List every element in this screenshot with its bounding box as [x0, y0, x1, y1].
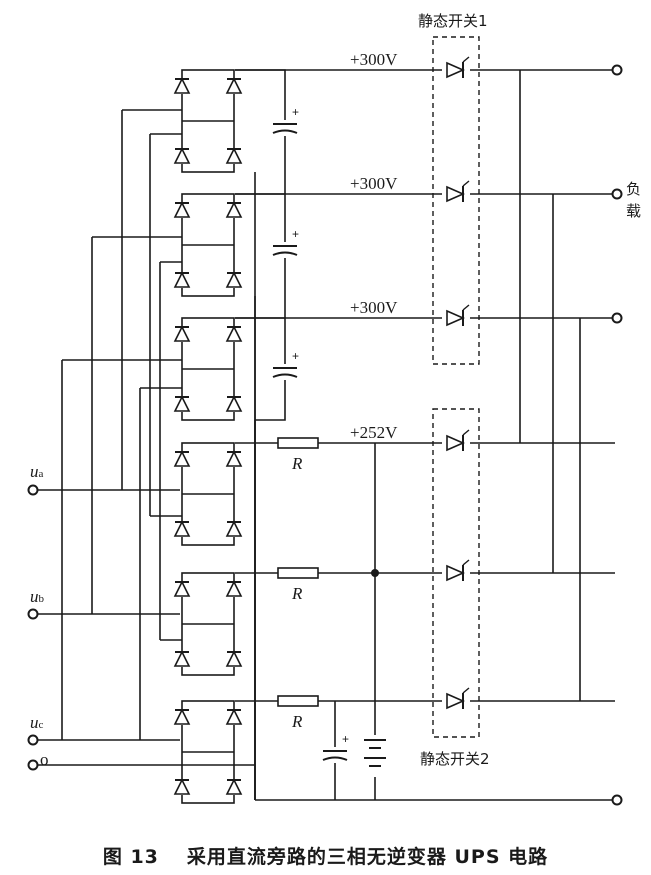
thyristor-5: [441, 559, 471, 584]
output-terminal-1: [611, 64, 623, 76]
thyristor-2: [441, 180, 471, 205]
bridge-1: [175, 70, 241, 172]
rectifier-bridges: [175, 70, 241, 803]
voltage-label-1: +300V: [350, 50, 398, 69]
static-switch-1-box: [432, 36, 480, 365]
load-label-bottom: 载: [626, 202, 642, 220]
bridge-4: [175, 443, 241, 545]
bridge-5: [175, 573, 241, 675]
input-label-ua: ua: [30, 462, 44, 481]
voltage-label-2: +300V: [350, 174, 398, 193]
load-label-top: 负: [626, 180, 642, 198]
output-terminal-return: [611, 794, 623, 806]
thyristor-4: [441, 429, 471, 454]
static-switch-2-label: 静态开关2: [420, 750, 490, 768]
input-terminal-ub: [27, 608, 39, 620]
resistor-3: [277, 695, 319, 707]
resistor-label-1: R: [292, 454, 303, 473]
bridge-6: [175, 701, 241, 803]
output-terminal-2: [611, 188, 623, 200]
input-label-ub: ub: [30, 587, 44, 606]
resistor-label-3: R: [292, 712, 303, 731]
ups-circuit-diagram: +: [27, 36, 623, 806]
resistor-2: [277, 567, 319, 579]
resistor-label-2: R: [292, 584, 303, 603]
resistor-1: [277, 437, 319, 449]
bridge-3: [175, 318, 241, 420]
bridge-2: [175, 194, 241, 296]
figure-caption: 图 13 采用直流旁路的三相无逆变器 UPS 电路: [0, 842, 651, 869]
input-terminal-uc: [27, 734, 39, 746]
input-label-uc: uc: [30, 713, 44, 732]
voltage-label-3: +300V: [350, 298, 398, 317]
static-switch-1-label: 静态开关1: [418, 12, 488, 30]
figure-title: 采用直流旁路的三相无逆变器 UPS 电路: [186, 846, 549, 868]
wiring: [35, 69, 615, 801]
thyristor-3: [441, 304, 471, 329]
voltage-label-4: +252V: [350, 423, 398, 442]
input-terminal-o: [27, 759, 39, 771]
thyristor-1: [441, 56, 471, 81]
thyristor-6: [441, 687, 471, 712]
junction-dot: [371, 569, 379, 577]
figure-number: 图 13: [102, 846, 159, 868]
output-terminal-3: [611, 312, 623, 324]
input-label-o: o: [40, 750, 49, 769]
input-terminal-ua: [27, 484, 39, 496]
battery-icon: [360, 735, 390, 777]
static-switch-2-box: [432, 408, 480, 738]
